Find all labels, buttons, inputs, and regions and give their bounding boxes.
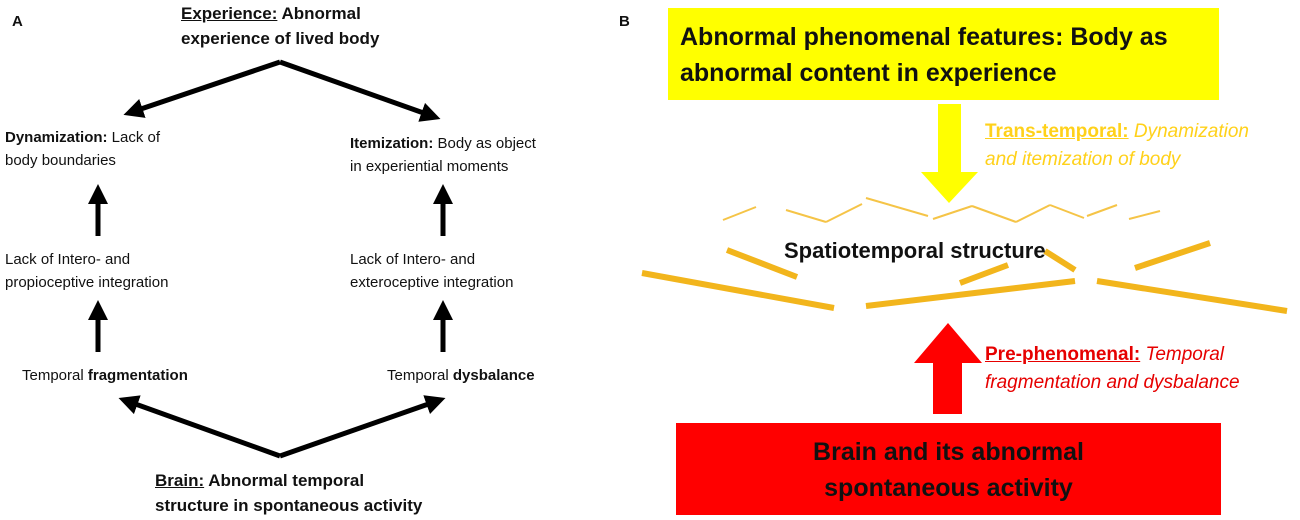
trans-temporal-text-1: Dynamization [1128, 121, 1249, 142]
temporal-fragmentation-node: Temporal fragmentation [22, 364, 262, 387]
itemization-heading: Itemization: [350, 135, 434, 152]
lack-left-line-1: Lack of Intero- and [5, 251, 131, 268]
brain-box-line-2: spontaneous activity [824, 474, 1073, 502]
phenomenal-line-2: abnormal content in experience [680, 59, 1057, 87]
panel-b-letter: B [619, 13, 630, 30]
phenomenal-box [668, 8, 1219, 100]
arrow-experience-to-itemization [279, 59, 441, 122]
arrow-brain-to-fragmentation [118, 395, 281, 459]
brain-text-2: structure in spontaneous activity [155, 496, 423, 515]
dynamization-heading: Dynamization: [5, 129, 108, 146]
temporal-dysbalance-node: Temporal dysbalance [387, 364, 587, 387]
dynamization-text-1: Lack of [107, 129, 161, 146]
trans-temporal-text-2: and itemization of body [985, 149, 1181, 170]
thick-shards [641, 240, 1288, 314]
lack-exteroceptive-node: Lack of Intero- and exteroceptive integr… [350, 248, 590, 294]
temporal-left-bold: fragmentation [87, 367, 188, 384]
temporal-right-bold: dysbalance [452, 367, 535, 384]
phenomenal-line-1: Abnormal phenomenal features: Body as [680, 23, 1168, 51]
experience-text-1: Abnormal [277, 4, 361, 23]
experience-node: Experience: Abnormal experience of lived… [181, 1, 381, 51]
brain-box [676, 423, 1221, 515]
pre-phenomenal-text-2: fragmentation and dysbalance [985, 372, 1240, 393]
spatiotemporal-title: Spatiotemporal structure [784, 238, 1046, 263]
brain-heading: Brain: [155, 471, 205, 490]
trans-temporal-label: Trans-temporal: Dynamization and itemiza… [985, 118, 1295, 174]
red-up-arrow [914, 323, 982, 414]
dynamization-text-2: body boundaries [5, 152, 116, 169]
experience-text-2: experience of lived body [181, 29, 380, 48]
arrow-experience-to-dynamization [123, 59, 281, 118]
lack-right-line-2: exteroceptive integration [350, 274, 514, 291]
temporal-right-prefix: Temporal [387, 367, 453, 384]
pre-phenomenal-heading: Pre-phenomenal: [985, 344, 1141, 365]
thin-shards [722, 197, 1161, 223]
panel-a-arrows [88, 59, 453, 459]
brain-box-line-1: Brain and its abnormal [813, 438, 1084, 466]
dynamization-node: Dynamization: Lack of body boundaries [5, 126, 225, 172]
pre-phenomenal-label: Pre-phenomenal: Temporal fragmentation a… [985, 341, 1295, 397]
arrow-brain-to-dysbalance [279, 395, 446, 459]
yellow-down-arrow [921, 104, 978, 203]
brain-text-1: Abnormal temporal [204, 471, 365, 490]
temporal-left-prefix: Temporal [22, 367, 88, 384]
panel-a-letter: A [12, 13, 23, 30]
phenomenal-box-text: Abnormal phenomenal features: Body as ab… [680, 19, 1215, 91]
trans-temporal-heading: Trans-temporal: [985, 121, 1129, 142]
itemization-text-2: in experiential moments [350, 158, 509, 175]
lack-left-line-2: propioceptive integration [5, 274, 169, 291]
experience-heading: Experience: [181, 4, 278, 23]
brain-box-text: Brain and its abnormal spontaneous activ… [676, 434, 1221, 506]
itemization-text-1: Body as object [433, 135, 536, 152]
lack-right-line-1: Lack of Intero- and [350, 251, 476, 268]
lack-proprioceptive-node: Lack of Intero- and propioceptive integr… [5, 248, 245, 294]
itemization-node: Itemization: Body as object in experient… [350, 132, 590, 178]
pre-phenomenal-text-1: Temporal [1140, 344, 1224, 365]
brain-node: Brain: Abnormal temporal structure in sp… [155, 468, 485, 518]
